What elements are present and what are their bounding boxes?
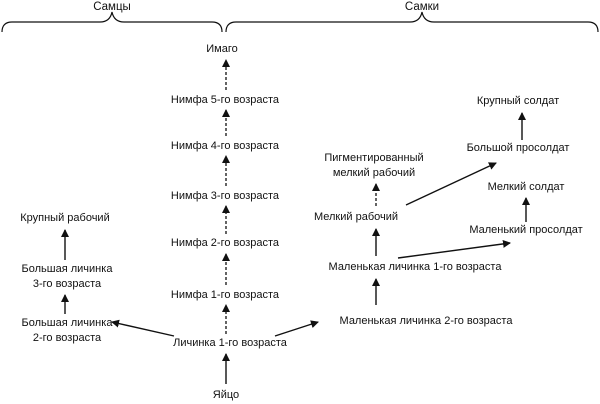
imago-label: Имаго xyxy=(206,43,237,55)
large-larva-2-label-line2: 2-го возраста xyxy=(33,332,102,344)
nymph-4-label: Нимфа 4-го возраста xyxy=(171,140,280,152)
large-larva-3-label-line1: Большая личинка xyxy=(22,263,114,275)
large-soldier-label: Крупный солдат xyxy=(477,95,559,107)
pigmented-worker-label-line1: Пигментированный xyxy=(324,152,423,164)
males-header: Самцы xyxy=(93,1,131,13)
arrow-small-worker-to-large-presoldier xyxy=(405,162,497,206)
arrow-larva1-to-large-larva2 xyxy=(111,319,175,337)
arrow-larva1-to-small-larva2 xyxy=(274,320,319,337)
large-presoldier-label: Большой просолдат xyxy=(467,142,570,154)
small-larva-1-label: Маленькая личинка 1-го возраста xyxy=(329,261,503,273)
small-larva-2-label: Маленькая личинка 2-го возраста xyxy=(340,315,514,327)
large-larva-3-label-line2: 3-го возраста xyxy=(33,278,102,290)
males-brace xyxy=(1,11,223,33)
small-soldier-label: Мелкий солдат xyxy=(488,181,565,193)
nymph-1-label: Нимфа 1-го возраста xyxy=(171,289,280,301)
egg-label: Яйцо xyxy=(213,389,239,401)
nymph-5-label: Нимфа 5-го возраста xyxy=(171,94,280,106)
pigmented-worker-label-line2: мелкий рабочий xyxy=(333,167,415,179)
females-header: Самки xyxy=(405,1,439,13)
females-brace xyxy=(225,11,599,33)
large-worker-label: Крупный рабочий xyxy=(20,212,109,224)
larva-1-label: Личинка 1-го возраста xyxy=(173,337,288,349)
small-presoldier-label: Маленький просолдат xyxy=(469,224,582,236)
small-worker-label: Мелкий рабочий xyxy=(314,211,398,223)
large-larva-2-label-line1: Большая личинка xyxy=(22,317,114,329)
nymph-3-label: Нимфа 3-го возраста xyxy=(171,190,280,202)
nymph-2-label: Нимфа 2-го возраста xyxy=(171,237,280,249)
arrow-small-larva1-to-small-presoldier xyxy=(397,239,511,259)
